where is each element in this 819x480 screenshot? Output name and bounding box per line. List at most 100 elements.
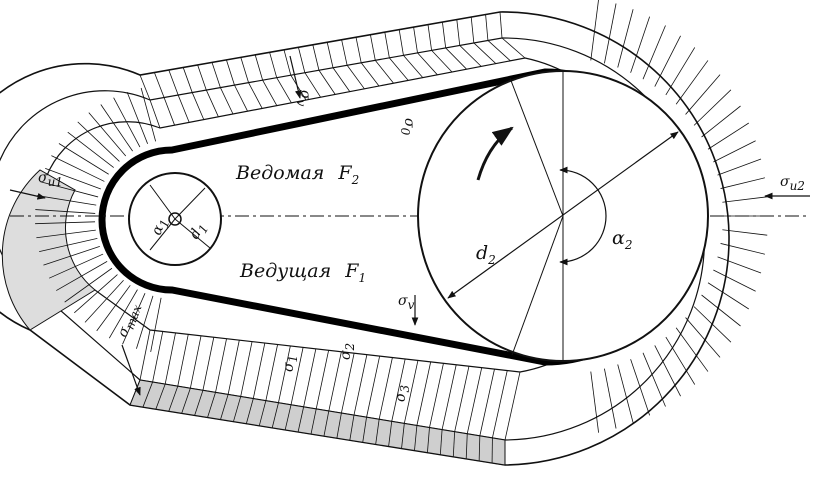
band-tick [398,29,404,56]
band-tick [96,285,131,332]
band-tick [340,353,355,414]
sigma-v-bottom-label: σv [398,293,415,312]
band-tick [720,243,765,255]
band-tick [271,402,279,428]
band-tick [163,97,175,126]
band-tick [326,42,334,68]
band-tick [713,269,756,292]
band-tick [100,104,133,152]
band-tick [297,406,305,432]
band-tick [40,181,99,198]
sigma-u1-arrow [9,189,46,200]
rotation-arrow [476,126,514,181]
band-tick [74,274,118,314]
sigma-u1-label: σu1 [38,170,63,189]
band-tick [384,32,390,58]
band-tick [665,47,696,96]
band-segment-ticks [35,0,768,465]
band-tick [318,70,336,95]
band-tick [470,16,475,44]
band-tick [168,69,179,96]
band-tick [427,427,430,453]
band-tick [142,381,153,408]
band-tick [248,82,263,109]
band-tick [315,350,330,410]
band-tick [290,74,307,101]
band-tick [197,64,207,91]
band-tick [269,52,278,78]
band-tick [152,331,164,383]
band-tick [675,327,709,372]
band-tick [630,16,651,73]
band-tick [35,209,96,214]
band-tick [685,74,721,115]
band-tick [452,431,456,457]
small-pulley-rays [149,184,211,251]
band-tick [211,62,221,88]
band-tick [717,158,762,176]
band-tick [717,256,762,274]
band-tick [722,196,768,203]
band-tick [58,143,109,175]
band-tick [168,386,179,412]
band-tick [693,306,732,343]
band-tick [642,25,666,80]
band-tick [35,221,96,225]
band-tick [413,27,418,53]
band-tick [341,39,348,66]
band-tick [465,433,468,459]
band-tick [113,97,141,148]
band-tick [332,67,351,92]
band-tick [416,361,432,426]
band-tick [485,14,489,41]
band-tick [675,60,709,105]
max-stress-zone-arc [1,169,96,331]
band-tick [278,345,291,403]
sigma-v-top-arrow [289,55,302,99]
band-tick [67,131,114,168]
band-tick [37,195,97,206]
band-tick [375,419,380,445]
band-tick [429,363,444,428]
band-tick [431,50,453,73]
band-tick [630,359,651,416]
band-tick [233,396,242,422]
slack-side-label: Ведомая F2 [235,162,359,187]
band-tick [108,289,138,339]
band-tick [492,370,508,439]
band-tick [642,352,666,407]
band-tick [417,52,438,76]
band-tick [220,87,234,115]
band-tick [215,338,227,393]
band-tick [604,368,617,429]
band-tick [401,423,405,449]
band-tick [454,366,470,432]
band-tick [501,37,526,59]
band-tick [191,92,205,120]
band-tick [177,94,190,123]
band-tick [328,351,342,412]
band-tick [336,413,342,439]
band-tick [370,34,376,61]
band-tick [713,140,756,163]
band-tick [139,74,151,101]
band-tick [604,3,617,64]
band-tick [374,60,394,84]
band-tick [654,345,681,397]
band-tick [617,9,634,68]
band-tick [254,54,264,81]
sigma-2-label: σ2 [338,343,357,360]
band-tick [441,364,457,430]
sigma-v-top-label: σv [294,90,313,107]
band-tick [499,11,503,39]
band-tick [84,280,124,323]
band-tick [126,91,149,144]
alpha1-label: α1 [149,216,173,239]
band-tick [265,344,278,401]
alpha2-arc [559,166,607,266]
d2-label: d2 [476,242,496,267]
band-tick [355,37,362,63]
band-tick [310,408,317,435]
band-tick [504,371,521,441]
